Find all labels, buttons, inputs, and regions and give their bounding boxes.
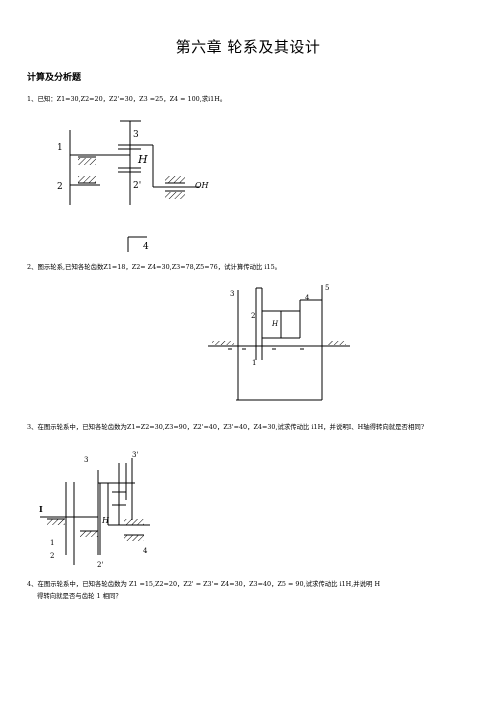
fig3-label-2prime: 2': [97, 561, 103, 569]
fig1-label-2: 2: [57, 182, 63, 192]
fig3-label-1: 1: [50, 539, 54, 547]
fig3-label-H: H: [101, 516, 110, 525]
fig1-label-H: H: [137, 153, 148, 166]
gear-diagram-1: [69, 120, 200, 252]
fig3-label-2: 2: [50, 552, 54, 560]
question-4-line1: 4、在图示轮系中，已知各轮齿数为 Z1 =15,Z2=20，Z2' = Z3'=…: [27, 580, 381, 588]
question-2: 2、图示轮系,已知各轮齿数Z1=18，Z2= Z4=30,Z3=78,Z5=76…: [27, 263, 282, 271]
fig3-label-I: I: [39, 504, 43, 514]
fig1-label-1: 1: [57, 143, 63, 153]
fig2-label-5: 5: [325, 284, 329, 292]
fig2-label-1: 1: [252, 359, 256, 367]
fig3-label-3: 3: [84, 456, 88, 464]
question-4-line2: 得转向就是否与齿轮 1 相同？: [37, 592, 122, 600]
fig1-label-2prime: 2': [133, 181, 141, 191]
gear-diagram-2: [208, 285, 350, 401]
section-heading: 计算及分析题: [27, 73, 82, 83]
fig2-label-2: 2: [251, 312, 255, 320]
fig2-label-3: 3: [230, 290, 234, 298]
question-1: 1、已知：Z1=30,Z2=20，Z2'=30，Z3 =25，Z4 = 100,…: [27, 95, 227, 103]
gear-diagram-3: [40, 458, 150, 565]
fig2-label-H: H: [271, 320, 279, 328]
fig1-label-OH: OH: [195, 181, 210, 190]
fig3-label-3prime: 3': [132, 451, 138, 459]
fig1-label-4: 4: [143, 242, 149, 252]
fig2-label-4: 4: [305, 294, 310, 302]
fig1-label-3: 3: [133, 130, 139, 140]
question-3: 3、在图示轮系中，已知各轮齿数为Z1=Z2=30,Z3=90，Z2'=40，Z3…: [27, 423, 425, 431]
page-title: 第六章 轮系及其设计: [175, 38, 321, 56]
fig3-label-4: 4: [143, 547, 148, 555]
